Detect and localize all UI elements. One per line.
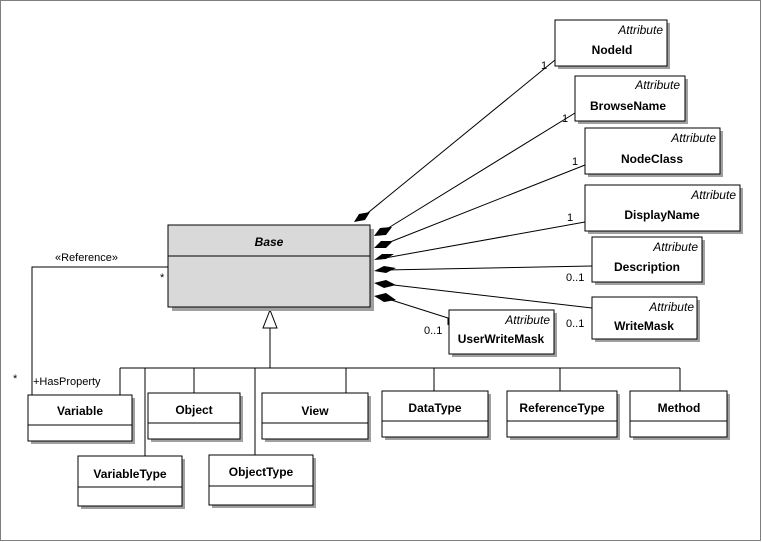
subclass-variable[interactable]: Variable	[27, 394, 135, 444]
attribute-name: DisplayName	[624, 208, 700, 222]
reference-stereotype: «Reference»	[55, 252, 118, 264]
class-name: ObjectType	[229, 465, 294, 479]
writemask-association-line	[384, 283, 593, 309]
class-name: ReferenceType	[519, 401, 604, 415]
subclass-object[interactable]: Object	[147, 392, 243, 442]
displayname-association-line	[384, 221, 586, 259]
subclass-variabletype[interactable]: VariableType	[77, 455, 185, 509]
nodeid-association-line	[363, 59, 556, 217]
attribute-class-writemask[interactable]: Attribute WriteMask	[591, 296, 700, 342]
base-class-box	[167, 224, 371, 308]
composition-lines	[363, 59, 593, 325]
attribute-stereotype: Attribute	[617, 23, 663, 37]
writemask-multiplicity: 0..1	[566, 318, 584, 330]
base-class[interactable]: Base	[167, 224, 374, 311]
composition-diamonds	[354, 212, 396, 302]
attribute-class-nodeid[interactable]: Attribute NodeId	[554, 19, 670, 69]
class-name: Method	[658, 401, 701, 415]
variable-reference-multiplicity: *	[13, 373, 18, 385]
userwritemask-association-line	[384, 297, 449, 325]
class-name: Variable	[57, 404, 103, 418]
browsename-multiplicity: 1	[562, 113, 568, 125]
subclass-referencetype[interactable]: ReferenceType	[506, 390, 620, 440]
nodeid-diamond	[354, 212, 370, 222]
attribute-name: NodeClass	[621, 152, 683, 166]
description-association-line	[384, 265, 593, 271]
attribute-stereotype: Attribute	[648, 300, 694, 314]
nodeclass-association-line	[384, 164, 586, 245]
userwritemask-diamond	[374, 293, 396, 302]
subclass-objecttype[interactable]: ObjectType	[208, 454, 316, 508]
base-class-name: Base	[255, 235, 284, 249]
attribute-name: UserWriteMask	[458, 332, 545, 346]
nodeclass-diamond	[374, 241, 393, 248]
attribute-name: BrowseName	[590, 99, 666, 113]
class-name: Object	[175, 403, 212, 417]
displayname-diamond	[374, 254, 394, 260]
attribute-class-displayname[interactable]: Attribute DisplayName	[584, 184, 743, 234]
nodeclass-multiplicity: 1	[572, 156, 578, 168]
class-name: View	[301, 404, 329, 418]
attribute-stereotype: Attribute	[652, 240, 698, 254]
attribute-stereotype: Attribute	[670, 131, 716, 145]
attribute-stereotype: Attribute	[690, 188, 736, 202]
reference-line	[31, 266, 168, 395]
description-multiplicity: 0..1	[566, 272, 584, 284]
attribute-stereotype: Attribute	[634, 78, 680, 92]
attribute-class-browsename[interactable]: Attribute BrowseName	[574, 75, 688, 124]
attribute-name: NodeId	[592, 43, 633, 57]
displayname-multiplicity: 1	[567, 212, 573, 224]
multiplicity-labels: 1 1 1 1 0..1 0..1 0..1	[424, 60, 584, 337]
browsename-association-line	[384, 112, 576, 231]
reference-association	[31, 266, 168, 395]
attribute-class-description[interactable]: Attribute Description	[591, 236, 705, 285]
class-name: DataType	[408, 401, 461, 415]
reference-role: +HasProperty	[33, 376, 101, 388]
base-reference-multiplicity: *	[160, 272, 165, 284]
subclass-method[interactable]: Method	[629, 390, 730, 440]
attribute-stereotype: Attribute	[504, 313, 550, 327]
userwritemask-multiplicity: 0..1	[424, 325, 442, 337]
reference-labels: «Reference» * * +HasProperty	[13, 252, 165, 388]
attribute-class-userwritemask[interactable]: Attribute UserWriteMask	[448, 309, 557, 357]
attribute-name: WriteMask	[614, 319, 674, 333]
subclass-view[interactable]: View	[261, 392, 371, 442]
subclass-datatype[interactable]: DataType	[381, 390, 491, 440]
class-name: VariableType	[93, 467, 166, 481]
attribute-class-nodeclass[interactable]: Attribute NodeClass	[584, 127, 723, 177]
browsename-diamond	[374, 227, 392, 236]
attribute-name: Description	[614, 260, 680, 274]
description-diamond	[374, 266, 396, 273]
generalization-tree	[119, 308, 681, 456]
nodeid-multiplicity: 1	[541, 60, 547, 72]
writemask-diamond	[374, 280, 396, 288]
